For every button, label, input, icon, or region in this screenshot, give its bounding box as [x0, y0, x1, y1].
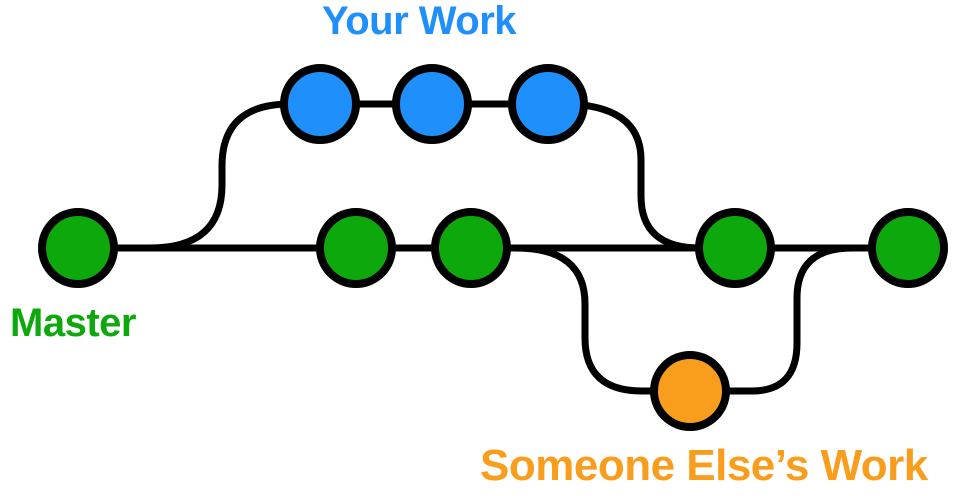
commit-node-master	[431, 208, 511, 288]
someone-elses-work-label: Someone Else’s Work	[480, 441, 928, 490]
branch-edge-someone-branch-out	[515, 244, 690, 395]
commit-node-master	[695, 208, 775, 288]
commit-node-master	[868, 208, 948, 288]
your-work-label: Your Work	[322, 0, 517, 43]
commit-node-someone-elses-work	[650, 351, 730, 431]
commit-node-your-work	[508, 64, 588, 144]
commit-node-your-work	[392, 64, 472, 144]
branch-edge-your-work-branch-out	[149, 100, 548, 252]
branch-edge-your-work-merge-in	[548, 100, 701, 252]
master-label: Master	[10, 301, 136, 345]
commit-node-master	[316, 208, 396, 288]
commit-node-your-work	[280, 64, 360, 144]
branch-edge-someone-merge-in	[690, 244, 853, 395]
commit-node-master	[38, 208, 118, 288]
